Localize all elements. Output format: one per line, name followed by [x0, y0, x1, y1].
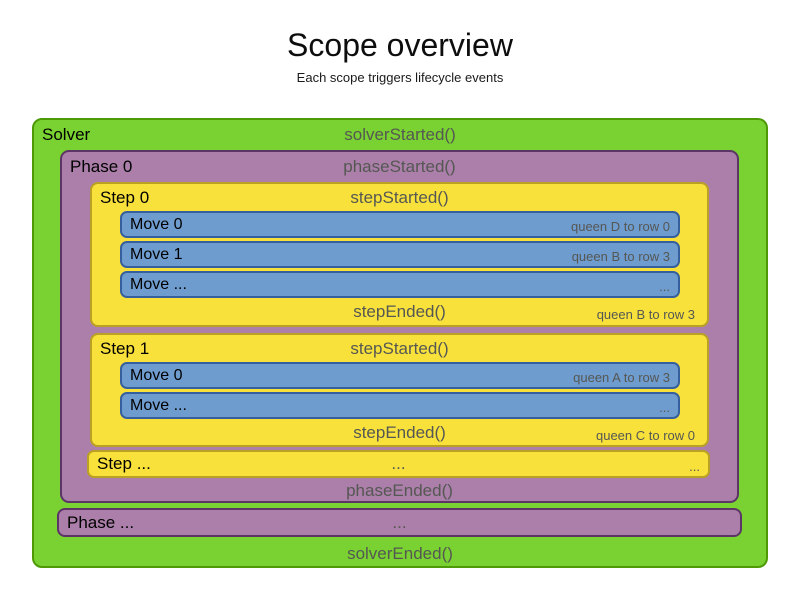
phase-scope-0: Phase 0 phaseStarted() Step 0 stepStarte… [60, 150, 739, 503]
move-row: Move 1 queen B to row 3 [120, 241, 680, 268]
solver-header: Solver solverStarted() [34, 120, 766, 150]
step-ended-row: stepEnded() queen B to row 3 [92, 301, 707, 323]
solver-label: Solver [42, 125, 91, 144]
step-header: Step 0 stepStarted() [92, 184, 707, 211]
step-ended-detail: queen C to row 0 [595, 428, 695, 443]
move-label: Move ... [130, 276, 187, 293]
step-ended-event: stepEnded() [353, 302, 446, 321]
phase-label: Phase 0 [70, 157, 133, 176]
page-title: Scope overview [287, 27, 513, 63]
phase-ended-row: phaseEnded() [62, 480, 737, 502]
move-row: Move ... ... [120, 392, 680, 419]
move-label: Move ... [130, 397, 187, 414]
solver-ended-row: solverEnded() [34, 542, 766, 566]
move-detail: ... [659, 400, 670, 415]
phase-header: Phase 0 phaseStarted() [62, 152, 737, 182]
move-label: Move 0 [130, 216, 183, 233]
solver-scope: Solver solverStarted() Phase 0 phaseStar… [32, 118, 768, 568]
page-subtitle: Each scope triggers lifecycle events [296, 70, 504, 85]
move-list: Move 0 queen A to row 3 Move ... ... [120, 362, 680, 422]
move-detail: queen A to row 3 [573, 370, 670, 385]
move-label: Move 0 [130, 367, 183, 384]
phase-ended-event: phaseEnded() [346, 481, 453, 500]
move-row: Move 0 queen D to row 0 [120, 211, 680, 238]
step-ended-row: stepEnded() queen C to row 0 [92, 422, 707, 444]
phase-more-center-dots: ... [392, 513, 407, 532]
step-more-label: Step ... [97, 454, 151, 473]
step-more-right-dots: ... [689, 459, 700, 474]
phase-more-row: Phase ... ... [57, 508, 742, 537]
step-more-center-dots: ... [391, 454, 406, 473]
move-row: Move ... ... [120, 271, 680, 298]
move-detail: queen D to row 0 [570, 219, 670, 234]
phase-more-label: Phase ... [67, 513, 135, 532]
solver-ended-event: solverEnded() [347, 544, 453, 563]
solver-started-event: solverStarted() [344, 125, 456, 144]
step-label: Step 1 [100, 339, 150, 358]
step-started-event: stepStarted() [350, 339, 449, 358]
move-row: Move 0 queen A to row 3 [120, 362, 680, 389]
move-list: Move 0 queen D to row 0 Move 1 queen B t… [120, 211, 680, 301]
step-label: Step 0 [100, 188, 150, 207]
step-started-event: stepStarted() [350, 188, 449, 207]
move-detail: ... [659, 279, 670, 294]
step-header: Step 1 stepStarted() [92, 335, 707, 362]
step-ended-detail: queen B to row 3 [596, 307, 695, 322]
move-label: Move 1 [130, 246, 183, 263]
step-more-row: Step ... ... ... [87, 450, 710, 478]
step-ended-event: stepEnded() [353, 423, 446, 442]
phase-started-event: phaseStarted() [343, 157, 456, 176]
step-scope-0: Step 0 stepStarted() Move 0 queen D to r… [90, 182, 709, 327]
move-detail: queen B to row 3 [571, 249, 670, 264]
step-scope-1: Step 1 stepStarted() Move 0 queen A to r… [90, 333, 709, 447]
